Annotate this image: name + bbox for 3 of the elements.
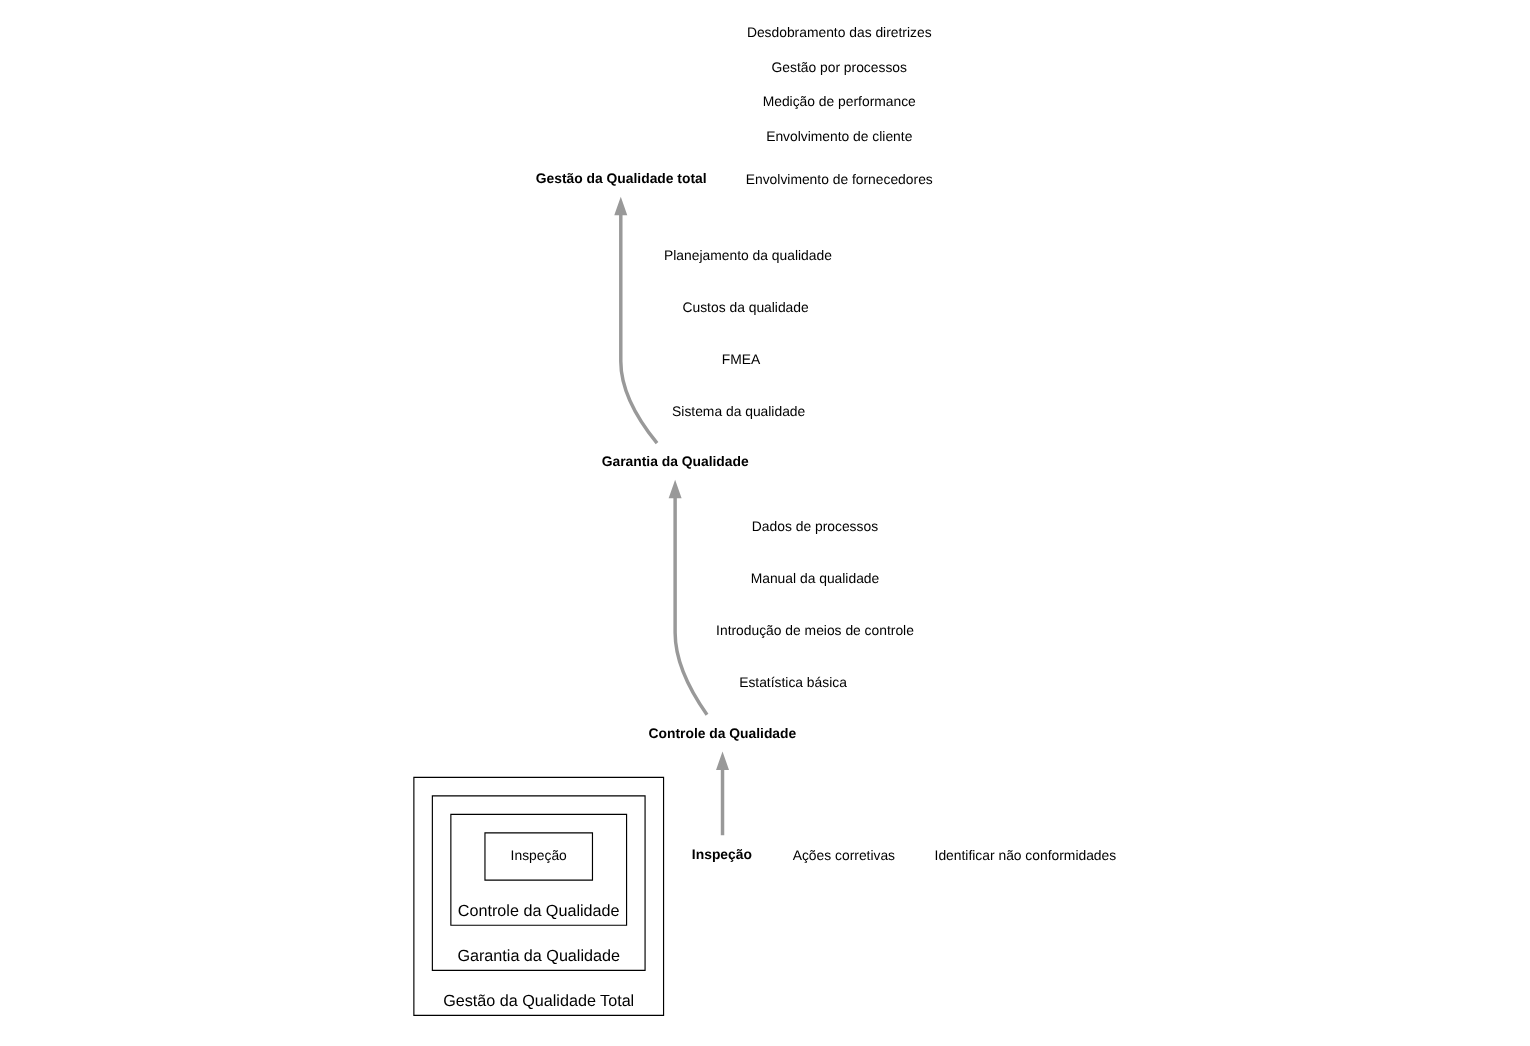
arrow bbox=[716, 751, 729, 836]
arrow bbox=[668, 479, 709, 716]
arrow bbox=[614, 196, 659, 445]
